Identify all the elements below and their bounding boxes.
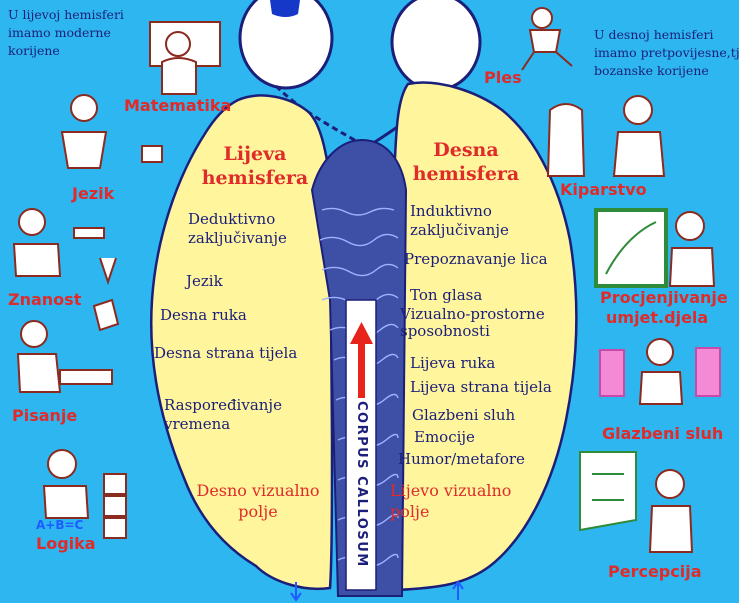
left-function-time: Raspoređivanje vremena [164,396,282,434]
art-critic-illustration [596,210,714,286]
right-hemisphere-title: Desna hemisfera [406,138,526,186]
left-note-line-1: U lijevoj hemisferi [8,6,124,24]
right-function-visuospatial: Vizualno-prostorne sposobnosti [400,306,545,340]
right-function-visuospatial-line-2: sposobnosti [400,323,545,340]
left-note-line-2: imamo moderne [8,24,124,42]
right-function-music: Glazbeni sluh [412,406,515,425]
activity-dance: Ples [484,68,522,87]
left-function-deductive-line-1: Deduktivno [188,210,287,229]
activity-art-evaluation: Procjenjivanje umjet.djela [600,288,728,328]
left-hemisphere-title: Lijeva hemisfera [200,142,310,190]
right-function-visuospatial-line-1: Vizualno-prostorne [400,306,545,323]
right-hemisphere-title-line-2: hemisfera [406,162,526,186]
activity-art-evaluation-line-2: umjet.djela [600,308,728,328]
right-function-humor: Humor/metafore [398,450,525,469]
right-visual-field-line-2: polje [390,501,514,522]
left-note-line-3: korijene [8,42,124,60]
logic-formula: A+B=C [36,518,83,532]
right-visual-field-line-1: Lijevo vizualno [390,480,514,501]
activity-language: Jezik [72,184,114,203]
left-visual-field-line-2: polje [196,501,320,522]
left-eye-icon [240,0,332,88]
activity-logic: Logika [36,534,96,553]
right-note-line-1: U desnoj hemisferi [594,26,739,44]
right-visual-field: Lijevo vizualno polje [390,480,514,522]
corpus-callosum-text: CORPUS CALLOSUM [354,401,369,568]
activity-science: Znanost [8,290,81,309]
right-hemisphere-title-line-1: Desna [406,138,526,162]
scientist-illustration [14,209,116,282]
left-function-time-line-2: vremena [164,415,282,434]
activity-mathematics: Matematika [124,96,231,115]
right-function-inductive-line-1: Induktivno [410,202,509,221]
right-note-line-2: imamo pretpovijesne,tj. [594,44,739,62]
perception-illustration [580,452,692,552]
musician-illustration [600,339,720,404]
left-function-right-body: Desna strana tijela [154,344,297,363]
left-visual-field: Desno vizualno polje [196,480,320,522]
math-teacher-illustration [150,22,220,94]
right-function-tone: Ton glasa [410,286,482,305]
activity-sculpture: Kiparstvo [560,180,647,199]
right-function-left-hand: Lijeva ruka [410,354,495,373]
dancer-illustration [522,8,572,70]
right-function-inductive: Induktivno zaključivanje [410,202,509,240]
right-function-emotions: Emocije [414,428,475,447]
right-function-inductive-line-2: zaključivanje [410,221,509,240]
arrow-up-small-icon [453,582,463,600]
activity-perception: Percepcija [608,562,702,581]
left-hemisphere-title-line-2: hemisfera [200,166,310,190]
right-note-line-3: bozanske korijene [594,62,739,80]
left-hemisphere-title-line-1: Lijeva [200,142,310,166]
left-function-deductive-line-2: zaključivanje [188,229,287,248]
left-function-right-hand: Desna ruka [160,306,247,325]
activity-musical-ear: Glazbeni sluh [602,424,723,443]
right-eye-icon [392,0,480,90]
left-note: U lijevoj hemisferi imamo moderne korije… [8,6,124,60]
sculptor-illustration [548,96,664,176]
writer-illustration [18,300,118,392]
left-function-language: Jezik [186,272,223,291]
right-note: U desnoj hemisferi imamo pretpovijesne,t… [594,26,739,80]
corpus-callosum-label: CORPUS CALLOSUM [340,401,380,591]
right-function-faces: Prepoznavanje lica [404,250,548,269]
activity-art-evaluation-line-1: Procjenjivanje [600,288,728,308]
activity-writing: Pisanje [12,406,77,425]
right-function-left-body: Lijeva strana tijela [410,378,552,397]
left-function-time-line-1: Raspoređivanje [164,396,282,415]
left-function-deductive: Deduktivno zaključivanje [188,210,287,248]
left-visual-field-line-1: Desno vizualno [196,480,320,501]
